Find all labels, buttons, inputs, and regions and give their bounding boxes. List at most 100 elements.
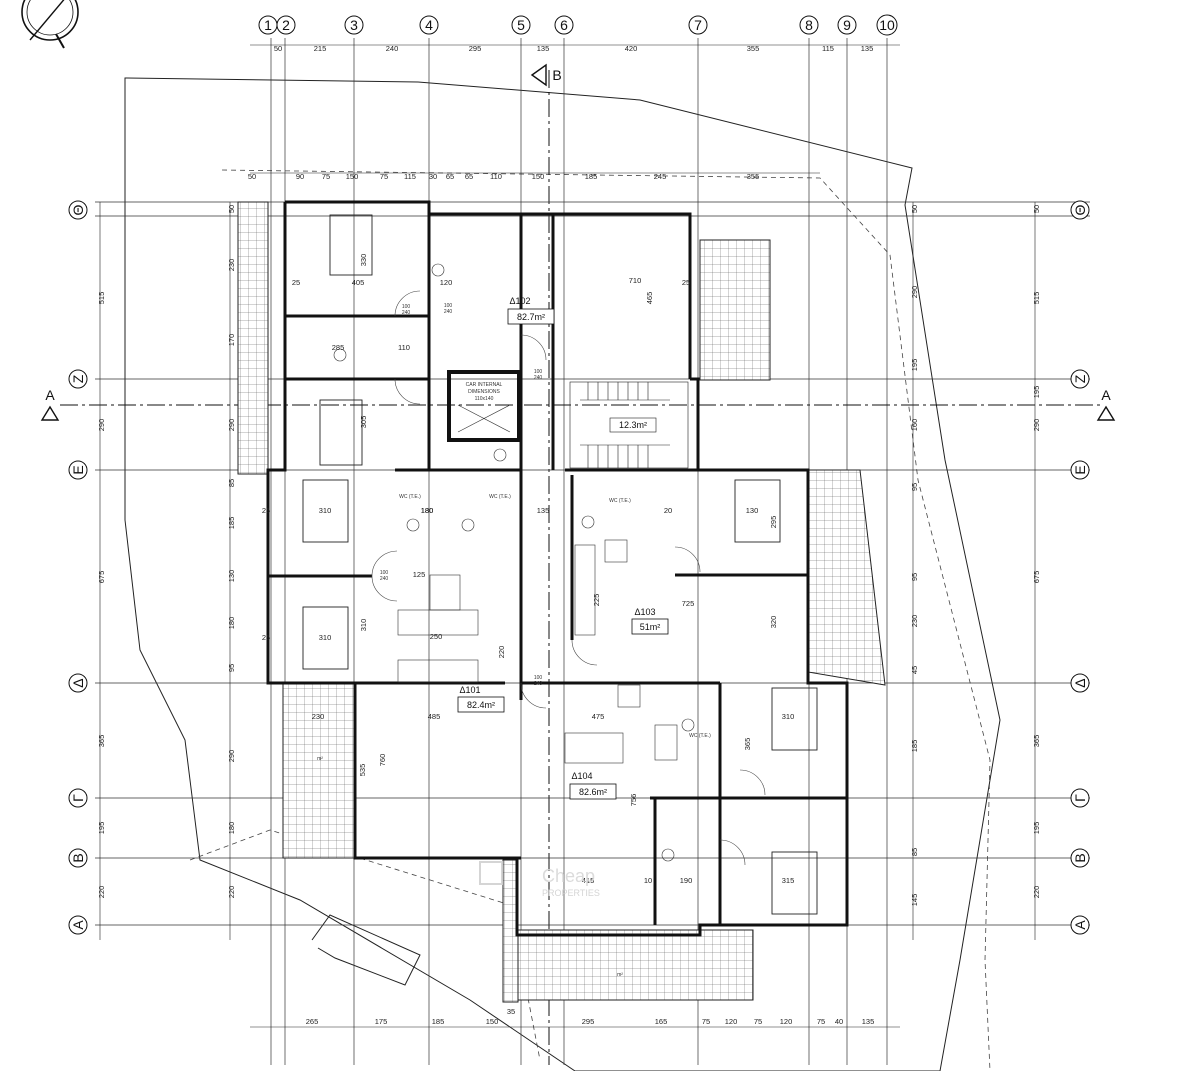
svg-text:220: 220	[497, 646, 506, 659]
svg-text:230: 230	[910, 615, 919, 628]
svg-text:Ε: Ε	[1072, 465, 1088, 474]
row-label-delta: Δ	[70, 678, 86, 687]
svg-text:150: 150	[532, 172, 545, 181]
svg-text:290: 290	[227, 419, 236, 432]
veranda-sw	[282, 682, 356, 859]
svg-text:180: 180	[421, 506, 434, 515]
row-label-gamma: Γ	[70, 794, 86, 802]
svg-text:135: 135	[862, 1017, 875, 1026]
svg-text:310: 310	[359, 619, 368, 632]
row-label-zeta: Ζ	[70, 374, 86, 383]
svg-text:115: 115	[404, 172, 416, 181]
svg-text:675: 675	[1032, 571, 1041, 584]
svg-text:35: 35	[507, 1007, 515, 1016]
watermark-logo: Cheap PROPERTIES	[479, 861, 600, 898]
svg-text:Δ102: Δ102	[509, 296, 530, 306]
dimension-chain-left-outer: 515 290 675 365 195 220	[97, 292, 106, 899]
svg-text:Δ: Δ	[1072, 678, 1088, 687]
veranda-areas	[237, 201, 886, 1003]
svg-text:710: 710	[629, 276, 642, 285]
column-label-10: 10	[879, 17, 895, 33]
svg-text:40: 40	[835, 1017, 843, 1026]
svg-text:185: 185	[227, 517, 236, 530]
svg-text:75: 75	[702, 1017, 710, 1026]
unit-d103-label: Δ103 51m²	[631, 607, 669, 635]
svg-text:305: 305	[359, 416, 368, 429]
door-size-tags: 100 240 100 240 100 240 100 240 100 240	[380, 303, 543, 687]
svg-text:420: 420	[625, 44, 638, 53]
unit-d104-label: Δ104 82.6m²	[569, 771, 617, 800]
veranda-nw	[237, 201, 269, 475]
svg-text:405: 405	[352, 278, 365, 287]
svg-text:110: 110	[490, 172, 502, 181]
svg-text:185: 185	[585, 172, 598, 181]
svg-text:95: 95	[910, 483, 919, 491]
svg-text:85: 85	[910, 848, 919, 856]
svg-text:30: 30	[429, 172, 437, 181]
svg-text:240: 240	[380, 576, 389, 582]
svg-text:65: 65	[446, 172, 454, 181]
svg-text:265: 265	[306, 1017, 319, 1026]
svg-text:240: 240	[534, 375, 543, 381]
svg-text:355: 355	[747, 44, 760, 53]
misc-dimension-labels: 25 110 120 180 135 225 220 125 25 25 25 …	[262, 278, 690, 1016]
svg-text:220: 220	[97, 886, 106, 899]
svg-text:25: 25	[262, 506, 270, 515]
svg-text:285: 285	[332, 343, 345, 352]
svg-text:Θ: Θ	[1072, 204, 1088, 215]
svg-text:220: 220	[1032, 886, 1041, 899]
setback-line	[221, 169, 991, 1071]
svg-text:415: 415	[582, 876, 595, 885]
row-label-beta: Β	[70, 853, 86, 862]
svg-text:Δ103: Δ103	[634, 607, 655, 617]
row-label-theta: Θ	[70, 204, 86, 215]
svg-text:220: 220	[227, 886, 236, 899]
section-marker-b: B	[530, 63, 562, 87]
svg-text:A: A	[1101, 387, 1111, 403]
column-bubbles: 1 2 3 4 5 6 7 8 9 10	[258, 14, 898, 36]
svg-text:110x140: 110x140	[475, 396, 494, 402]
svg-text:515: 515	[1032, 292, 1041, 305]
svg-text:WC (T.E.): WC (T.E.)	[399, 494, 421, 500]
column-label-1: 1	[264, 17, 272, 33]
row-label-epsilon: Ε	[70, 465, 86, 474]
svg-text:485: 485	[428, 712, 441, 721]
row-bubbles-right: Θ Ζ Ε Δ Γ Β Α	[1070, 200, 1090, 935]
column-label-7: 7	[694, 17, 702, 33]
svg-text:25: 25	[262, 633, 270, 642]
svg-text:Cheap: Cheap	[542, 866, 595, 886]
staircase	[569, 381, 689, 469]
svg-text:756: 756	[629, 794, 638, 807]
svg-text:120: 120	[725, 1017, 738, 1026]
bed-icons	[302, 214, 818, 915]
svg-text:320: 320	[769, 616, 778, 629]
svg-text:WC (T.E.): WC (T.E.)	[489, 494, 511, 500]
column-label-9: 9	[843, 17, 851, 33]
svg-text:310: 310	[319, 506, 332, 515]
svg-text:Α: Α	[1072, 920, 1088, 930]
column-label-4: 4	[425, 17, 433, 33]
svg-text:125: 125	[413, 570, 426, 579]
svg-text:m²: m²	[317, 756, 323, 762]
svg-text:82.6m²: 82.6m²	[579, 787, 607, 797]
building-walls	[266, 200, 849, 937]
svg-text:50: 50	[227, 205, 236, 213]
svg-text:295: 295	[769, 516, 778, 529]
svg-text:230: 230	[227, 259, 236, 272]
column-label-3: 3	[350, 17, 358, 33]
svg-text:75: 75	[380, 172, 388, 181]
svg-text:295: 295	[469, 44, 482, 53]
svg-text:B: B	[552, 67, 561, 83]
svg-text:215: 215	[314, 44, 327, 53]
grid-columns	[270, 38, 888, 1065]
svg-text:85: 85	[227, 479, 236, 487]
column-label-6: 6	[560, 17, 568, 33]
svg-text:100: 100	[444, 303, 453, 309]
svg-text:190: 190	[680, 876, 693, 885]
dimension-chain-top-inner: 50 90 75 150 75 115 30 65 65 110 150 185…	[248, 172, 759, 181]
svg-text:100: 100	[534, 675, 543, 681]
room-dimension-labels: 405 330 285 305 310 310 310 180 760 485 …	[312, 254, 795, 885]
section-marker-a-right: A	[1096, 387, 1116, 421]
svg-text:310: 310	[319, 633, 332, 642]
svg-text:365: 365	[1032, 735, 1041, 748]
